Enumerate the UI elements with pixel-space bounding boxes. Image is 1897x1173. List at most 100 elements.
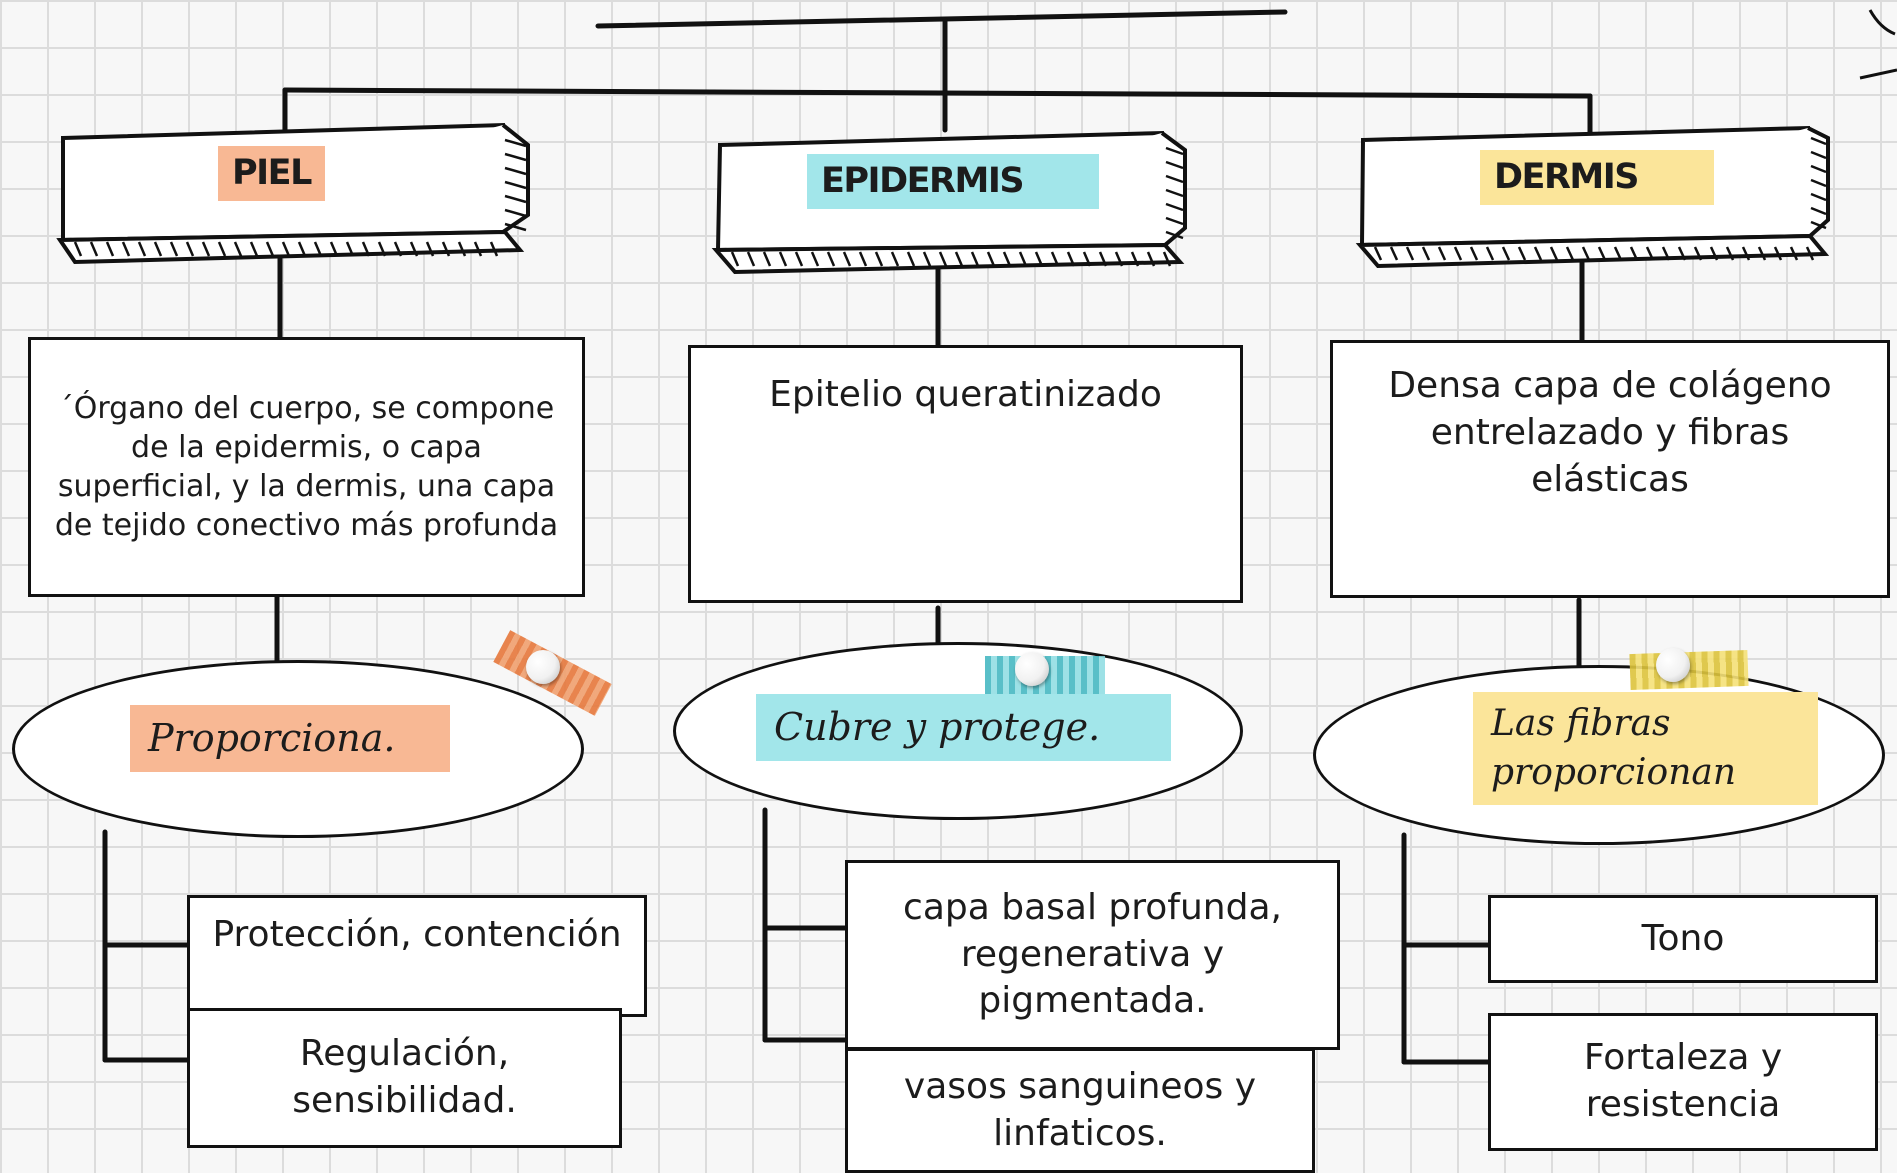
item-box-dermis-2: Fortaleza y resistencia bbox=[1488, 1013, 1878, 1151]
hatch-mark bbox=[409, 241, 419, 257]
hatch-mark bbox=[826, 251, 836, 267]
hatch-mark bbox=[1501, 246, 1511, 261]
hatch-mark bbox=[1018, 251, 1028, 267]
hatch-mark bbox=[1533, 246, 1543, 261]
hatch-mark bbox=[361, 241, 371, 257]
hatch-mark bbox=[1810, 150, 1827, 160]
hatch-mark bbox=[954, 251, 964, 267]
hatch-mark bbox=[249, 241, 259, 257]
item-text-epidermis-1: capa basal profunda, regenerativa y pigm… bbox=[903, 886, 1282, 1022]
hatch-mark bbox=[1050, 251, 1060, 267]
hatch-mark bbox=[1645, 246, 1655, 261]
item-text-piel-1: Protección, contención bbox=[212, 914, 622, 955]
item-text-epidermis-2: vasos sanguineos y linfaticos. bbox=[903, 1065, 1257, 1154]
hatch-mark bbox=[201, 241, 211, 257]
hatch-mark bbox=[1389, 246, 1399, 261]
hatch-mark bbox=[1757, 246, 1767, 261]
hatch-mark bbox=[345, 241, 355, 257]
hatch-mark bbox=[1549, 246, 1559, 261]
hatch-mark bbox=[1709, 246, 1719, 261]
hatch-mark bbox=[906, 251, 916, 267]
hatch-mark bbox=[938, 251, 948, 267]
hatch-mark bbox=[1629, 246, 1639, 261]
item-box-piel-1: Protección, contención bbox=[187, 895, 647, 1017]
hatch-mark bbox=[1066, 251, 1076, 267]
hatch-mark bbox=[1165, 202, 1184, 212]
hatch-mark bbox=[89, 241, 99, 257]
hatch-mark bbox=[1421, 246, 1431, 261]
item-box-dermis-1: Tono bbox=[1488, 895, 1878, 983]
item-box-piel-2: Regulación, sensibilidad. bbox=[187, 1008, 622, 1148]
hatch-mark bbox=[137, 241, 147, 257]
hatch-mark bbox=[858, 251, 868, 267]
action-label-epidermis: Cubre y protege. bbox=[756, 694, 1171, 762]
hatch-mark bbox=[313, 241, 323, 257]
hatch-mark bbox=[377, 241, 387, 257]
hatch-mark bbox=[504, 166, 527, 176]
hatch-mark bbox=[1485, 246, 1495, 261]
hatch-mark bbox=[281, 241, 291, 257]
hatch-mark bbox=[1165, 160, 1184, 170]
pencil-mark bbox=[1859, 9, 1897, 80]
hatch-mark bbox=[1437, 246, 1447, 261]
hatch-mark bbox=[1661, 246, 1671, 261]
hatch-mark bbox=[1146, 251, 1156, 267]
hatch-mark bbox=[1165, 146, 1184, 156]
hatch-mark bbox=[504, 180, 527, 190]
item-text-dermis-2: Fortaleza y resistencia bbox=[1583, 1037, 1783, 1125]
hatch-mark bbox=[73, 241, 83, 257]
hatch-mark bbox=[217, 241, 227, 257]
hatch-mark bbox=[810, 251, 820, 267]
definition-box-dermis: Densa capa de colágeno entrelazado y fib… bbox=[1330, 340, 1890, 598]
hatch-mark bbox=[794, 251, 804, 267]
definition-text-piel: ´Órgano del cuerpo, se compone de la epi… bbox=[54, 391, 559, 543]
hatch-mark bbox=[1810, 164, 1827, 174]
hatch-mark bbox=[169, 241, 179, 257]
hatch-mark bbox=[504, 194, 527, 204]
hatch-mark bbox=[762, 251, 772, 267]
hatch-mark bbox=[504, 222, 527, 232]
hatch-mark bbox=[504, 138, 527, 148]
hatch-mark bbox=[297, 241, 307, 257]
hatch-mark bbox=[105, 241, 115, 257]
hatch-mark bbox=[1165, 216, 1184, 226]
item-box-epidermis-2: vasos sanguineos y linfaticos. bbox=[845, 1048, 1315, 1173]
hatch-mark bbox=[1810, 220, 1827, 230]
hatch-mark bbox=[1581, 246, 1591, 261]
hatch-mark bbox=[922, 251, 932, 267]
hatch-mark bbox=[746, 251, 756, 267]
hatch-mark bbox=[504, 208, 527, 218]
hatch-mark bbox=[1597, 246, 1607, 261]
definition-text-dermis: Densa capa de colágeno entrelazado y fib… bbox=[1388, 365, 1832, 500]
top-bar-line bbox=[595, 9, 1288, 29]
hatch-mark bbox=[1565, 246, 1575, 261]
hatch-mark bbox=[121, 241, 131, 257]
hatch-mark bbox=[1725, 246, 1735, 261]
hatch-mark bbox=[1810, 192, 1827, 202]
hatch-mark bbox=[1165, 188, 1184, 198]
hatch-mark bbox=[473, 241, 483, 257]
hatch-mark bbox=[233, 241, 243, 257]
item-box-epidermis-1: capa basal profunda, regenerativa y pigm… bbox=[845, 860, 1340, 1050]
hatch-mark bbox=[1082, 251, 1092, 267]
hatch-mark bbox=[425, 241, 435, 257]
hatch-mark bbox=[730, 251, 740, 267]
hatch-mark bbox=[1165, 174, 1184, 184]
hatch-mark bbox=[842, 251, 852, 267]
hatch-mark bbox=[1405, 246, 1415, 261]
hatch-mark bbox=[890, 251, 900, 267]
hatch-mark bbox=[1130, 251, 1140, 267]
hatch-mark bbox=[185, 241, 195, 257]
hatch-mark bbox=[1114, 251, 1124, 267]
hatch-mark bbox=[1773, 246, 1783, 261]
hatch-mark bbox=[1517, 246, 1527, 261]
hatch-mark bbox=[874, 251, 884, 267]
hatch-mark bbox=[986, 251, 996, 267]
item-text-dermis-1: Tono bbox=[1641, 917, 1725, 959]
branch-line bbox=[282, 87, 1593, 99]
hatch-mark bbox=[1741, 246, 1751, 261]
header-label-dermis: DERMIS bbox=[1480, 150, 1714, 205]
hatch-mark bbox=[1034, 251, 1044, 267]
hatch-mark bbox=[1469, 246, 1479, 261]
action-label-dermis: Las fibras proporcionan bbox=[1473, 692, 1818, 806]
